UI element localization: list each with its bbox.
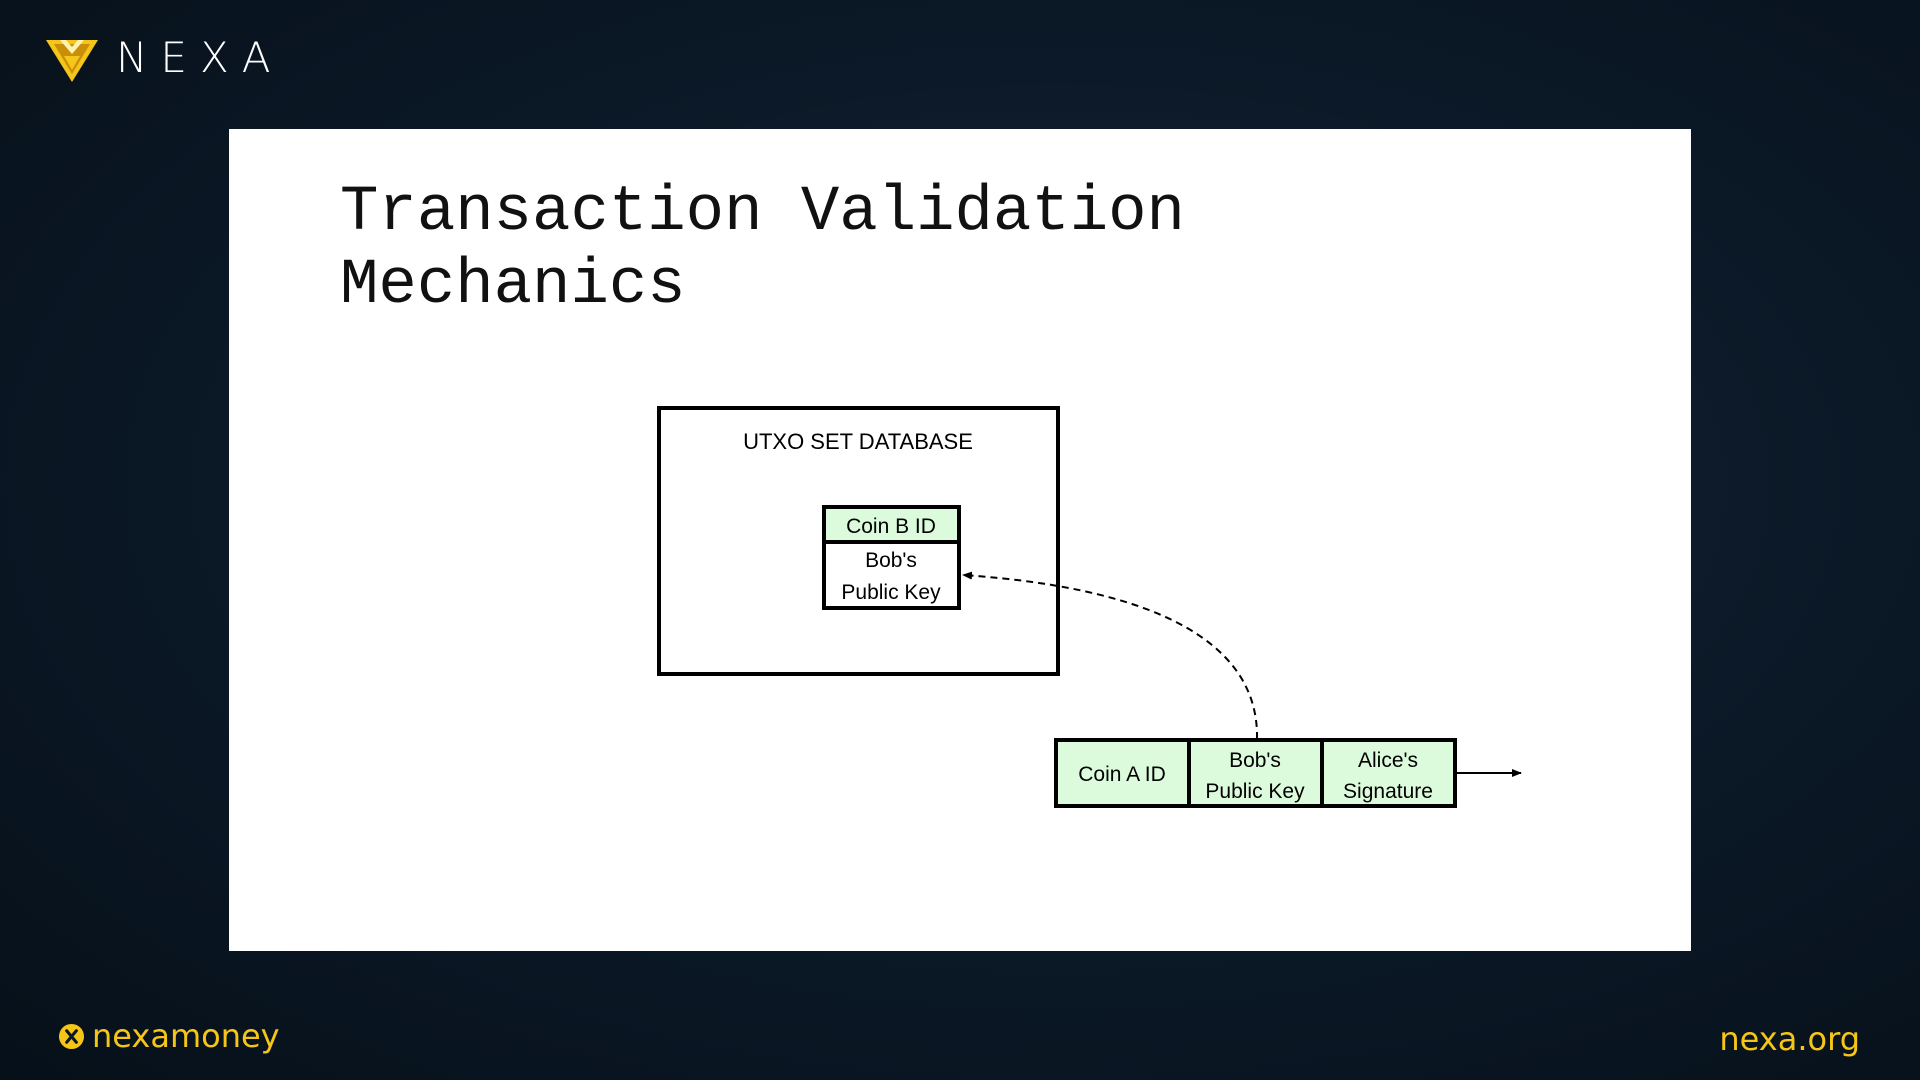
transaction-input-record: Coin A ID Bob's Public Key Alice's Signa… [1054, 738, 1457, 808]
lookup-arrow [962, 571, 1259, 740]
footer-brand-name: nexamoney [92, 1017, 280, 1055]
footer-url[interactable]: nexa.org [1719, 1020, 1860, 1058]
utxo-database-label: UTXO SET DATABASE [743, 429, 973, 454]
tx-public-key-label-1: Bob's [1229, 749, 1281, 772]
tx-signature-label-1: Alice's [1358, 749, 1418, 772]
slide-title: Transaction Validation Mechanics [340, 177, 1440, 323]
footer-brand: nexamoney [58, 1016, 280, 1056]
slide-title-line-2: Mechanics [340, 250, 686, 322]
stored-coin-id-cell [822, 505, 961, 544]
nexa-logo: NEXA [44, 30, 283, 86]
tx-coin-id-label: Coin A ID [1078, 763, 1166, 786]
stored-key-cell [822, 540, 961, 610]
utxo-database-box [657, 406, 1060, 676]
tx-coin-id-cell [1054, 738, 1191, 808]
tx-signature-cell [1320, 738, 1457, 808]
slide-title-line-1: Transaction Validation [340, 177, 1185, 249]
tx-signature-label-2: Signature [1343, 780, 1433, 803]
tx-public-key-cell [1187, 738, 1324, 808]
nexamoney-x-icon [58, 1023, 85, 1049]
slide-panel: Transaction Validation Mechanics UTXO SE… [229, 129, 1691, 951]
stored-coin-id-label: Coin B ID [846, 515, 936, 538]
tx-public-key-label-2: Public Key [1205, 780, 1305, 803]
stored-key-label-2: Public Key [841, 581, 941, 604]
stored-key-label-1: Bob's [865, 549, 917, 572]
stored-coin-record: Coin B ID Bob's Public Key [822, 505, 961, 610]
brand-name: NEXA [116, 33, 284, 82]
utxo-validation-diagram: UTXO SET DATABASE Coin B ID Bob's Public… [657, 406, 1522, 808]
nexa-logo-icon [46, 40, 98, 82]
